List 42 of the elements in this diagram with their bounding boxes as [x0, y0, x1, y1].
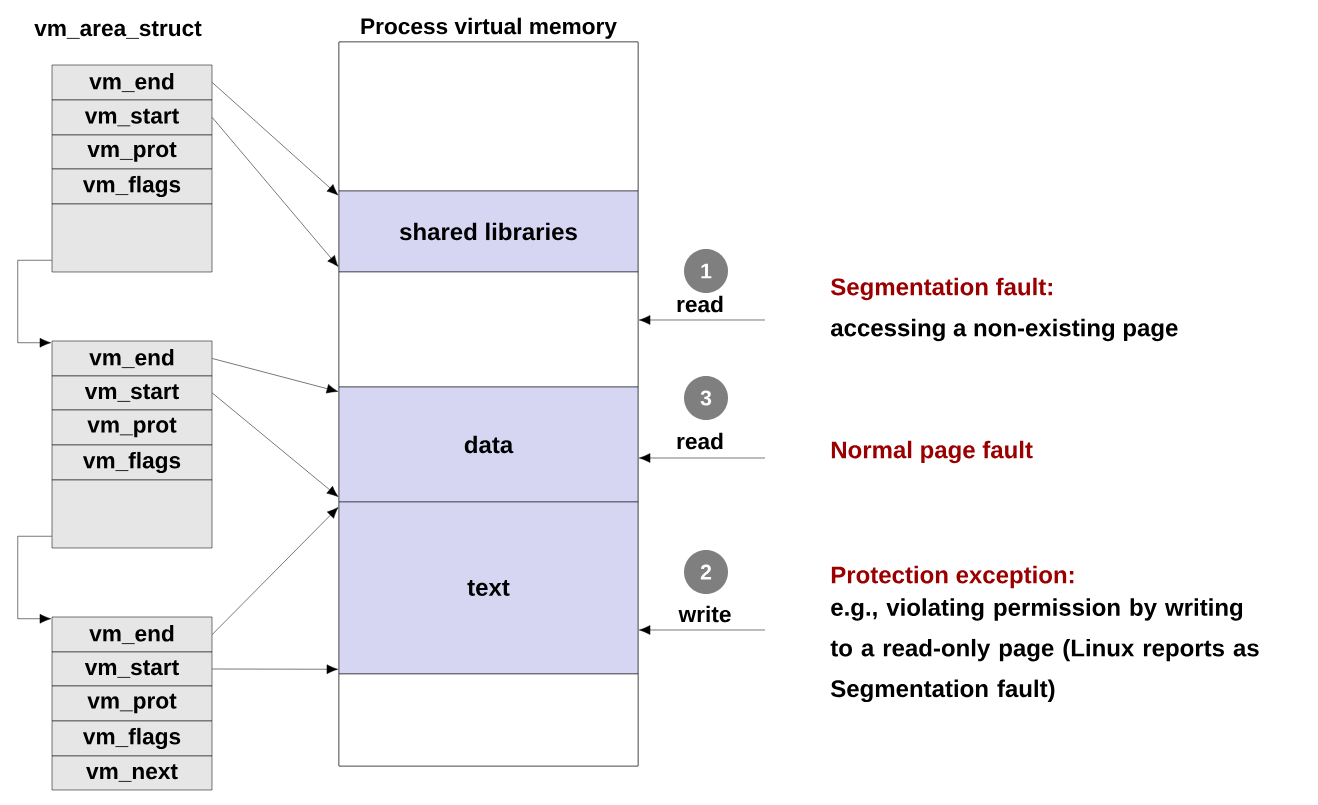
struct-field-cell: vm_prot: [51, 685, 213, 722]
struct-field-cell: vm_end: [51, 340, 213, 377]
fault-heading: Normal page fault: [831, 440, 1033, 464]
struct-field-cell: vm_end: [51, 64, 213, 101]
arrow: [212, 507, 339, 635]
arrow: [212, 82, 339, 196]
struct-field-cell: vm_start: [51, 651, 213, 687]
fault-description: accessing a non-existing page: [831, 318, 1178, 342]
struct-field-cell: vm_prot: [51, 409, 213, 446]
arrow: [212, 392, 339, 497]
struct-field-cell: vm_flags: [51, 720, 213, 757]
arrow: [17, 536, 52, 624]
memory-region: data: [338, 386, 639, 503]
memory-region: [338, 271, 639, 388]
node-label: Process virtual memory: [361, 17, 617, 39]
arrow: [639, 453, 766, 463]
edge-label: read: [677, 432, 723, 450]
section-title: vm_area_struct: [34, 21, 202, 39]
fault-heading: Segmentation fault:: [830, 277, 1052, 301]
struct-field-cell: [51, 479, 213, 549]
memory-region: [338, 41, 639, 192]
struct-field-cell: vm_prot: [51, 134, 213, 170]
memory-region: [338, 673, 639, 767]
arrow: [639, 315, 766, 325]
memory-region: text: [338, 501, 639, 675]
arrow: [212, 664, 338, 674]
struct-field-cell: vm_next: [51, 755, 213, 791]
arrow: [212, 117, 339, 267]
struct-field-cell: vm_start: [51, 375, 213, 411]
struct-field-cell: vm_flags: [51, 168, 213, 205]
edge-label: read: [677, 295, 723, 313]
edge-label: write: [678, 605, 731, 623]
struct-field-cell: vm_flags: [51, 444, 213, 481]
struct-field-cell: vm_start: [51, 99, 213, 136]
arrow: [639, 625, 766, 635]
struct-field-cell: [51, 203, 213, 273]
struct-field-cell: vm_end: [51, 616, 213, 653]
arrow: [17, 260, 52, 348]
arrow: [212, 358, 339, 394]
memory-region: shared libraries: [338, 190, 639, 273]
fault-description: e.g., violating permission by writing to a read-only page (Linux reports as Segmentation fault): [830, 598, 1259, 703]
fault-heading: Protection exception:: [831, 565, 1074, 589]
